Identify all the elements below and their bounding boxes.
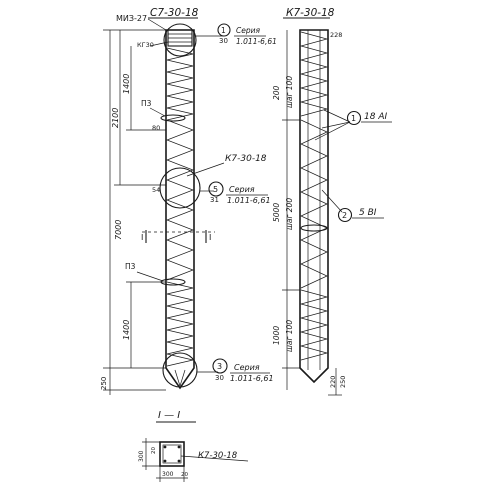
callout-mid: 5 31 Серия 1.011-6,61 <box>200 181 271 205</box>
svg-text:1: 1 <box>221 26 226 35</box>
svg-text:200: 200 <box>272 85 281 100</box>
embedded-part-label: МИЗ-27 <box>116 14 147 23</box>
tick-upper: 80 <box>152 124 160 132</box>
right-cage-title: К7-30-18 <box>286 7 335 19</box>
pile-spiral <box>166 47 194 367</box>
svg-text:1.011-6,61: 1.011-6,61 <box>230 374 274 383</box>
svg-text:30: 30 <box>215 374 224 382</box>
svg-text:300: 300 <box>138 450 145 462</box>
svg-text:шаг 100: шаг 100 <box>285 320 294 352</box>
upper-outer-dim: 2100 <box>111 108 120 128</box>
left-pile-title: С7-30-18 <box>150 7 199 19</box>
upper-inner-dim: 1400 <box>122 74 131 94</box>
svg-text:250: 250 <box>339 376 347 388</box>
svg-text:31: 31 <box>210 196 219 204</box>
svg-text:2: 2 <box>342 211 347 220</box>
svg-text:20: 20 <box>151 447 157 454</box>
loop-label-lower: П3 <box>125 262 136 271</box>
section-mark-left: I <box>141 233 143 242</box>
svg-text:5000: 5000 <box>272 203 281 222</box>
svg-text:1: 1 <box>351 114 356 123</box>
total-length-dim: 7000 <box>114 220 123 240</box>
section-title: I — I <box>158 410 180 421</box>
right-cage: К7-30-18 228 200 шаг 100 5000 шаг 200 10… <box>272 7 392 396</box>
svg-text:шаг 200: шаг 200 <box>285 198 294 230</box>
pile-cage-label: К7-30-18 <box>225 154 267 164</box>
top-frame-label: КГ30 <box>137 41 154 49</box>
svg-text:5 ВI: 5 ВI <box>359 208 377 218</box>
svg-text:1.011-6,61: 1.011-6,61 <box>236 37 277 46</box>
svg-text:300: 300 <box>162 471 174 478</box>
lower-dim: 1400 <box>122 320 131 340</box>
cage-spiral <box>299 31 329 361</box>
loop-upper <box>160 114 186 122</box>
loop-label-upper: П3 <box>141 99 152 108</box>
cage-outline <box>299 29 329 384</box>
svg-text:1.011-6,61: 1.011-6,61 <box>227 196 271 205</box>
svg-text:20: 20 <box>181 472 188 478</box>
left-pile: С7-30-18 МИЗ-27 КГ30 П3 П3 I I <box>100 7 277 395</box>
bottom-dim: 250 <box>100 377 108 390</box>
svg-text:Серия: Серия <box>236 26 260 35</box>
svg-text:220: 220 <box>329 376 337 388</box>
cage-top-dim: 228 <box>330 31 342 39</box>
svg-text:1000: 1000 <box>272 326 281 345</box>
detail-circle-mid <box>159 167 201 209</box>
svg-text:5: 5 <box>213 185 218 194</box>
cage-callout-2: 2 5 ВI <box>321 189 384 223</box>
section-outer <box>159 441 185 467</box>
svg-text:шаг 100: шаг 100 <box>285 76 294 108</box>
svg-text:30: 30 <box>219 37 228 45</box>
svg-text:Серия: Серия <box>229 185 255 194</box>
cage-callout-1: 1 18 АI <box>314 109 392 141</box>
section-cage-label: К7-30-18 <box>198 451 238 461</box>
svg-text:3: 3 <box>217 362 222 371</box>
svg-text:18 АI: 18 АI <box>364 112 387 122</box>
callout-top: 1 30 Серия 1.011-6,61 <box>196 23 277 46</box>
detail-circle-top <box>163 23 197 57</box>
tick-mid: 54 <box>152 186 160 194</box>
callout-bottom: 3 30 Серия 1.011-6,61 <box>197 358 274 383</box>
svg-text:Серия: Серия <box>234 363 260 372</box>
detail-circle-bottom <box>162 352 198 388</box>
section-mark-right: I <box>209 233 211 242</box>
section-view: I — I 300 20 300 20 К7-30-18 <box>138 410 249 482</box>
